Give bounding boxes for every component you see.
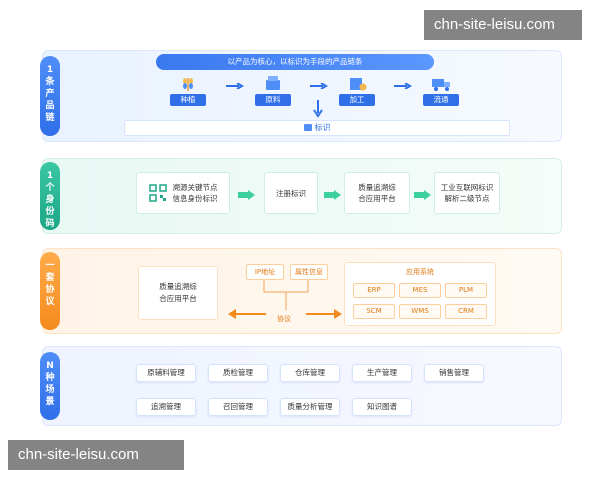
scene-chip: 销售管理 [424, 364, 484, 382]
system-scm: SCM [353, 304, 395, 319]
step-circulation: 流通 [423, 74, 459, 106]
system-erp: ERP [353, 283, 395, 298]
scene-chip: 质检管理 [208, 364, 268, 382]
arrow-right-icon [394, 83, 412, 89]
scene-chip: 质量分析管理 [280, 398, 340, 416]
wheat-icon [183, 78, 193, 91]
identity-code-label: 1 个 身 份 码 [40, 162, 60, 230]
protocol-label-text: 协议 [277, 315, 291, 323]
system-plm: PLM [445, 283, 487, 298]
scenarios-label: N 种 场 景 [40, 352, 60, 420]
protocol-label: 一 套 协 议 [40, 252, 60, 330]
step-label: 加工 [339, 94, 375, 106]
system-crm: CRM [445, 304, 487, 319]
arrow-right-icon [414, 190, 431, 200]
step-label: 流通 [423, 94, 459, 106]
arrow-right-icon [226, 83, 244, 89]
trace-platform-box: 质量追溯综合应用平台 [138, 266, 218, 320]
watermark-top: chn-site-leisu.com [424, 10, 582, 40]
product-chain-banner: 以产品为核心，以标识为手段的产品链条 [156, 54, 434, 70]
identifier-bar: 标识 [124, 120, 510, 136]
qr-code-icon [148, 184, 167, 202]
step-label: 原料 [255, 94, 291, 106]
application-systems-title: 应用系统 [406, 268, 434, 276]
scene-chip: 追溯管理 [136, 398, 196, 416]
step-planting: 种植 [170, 74, 206, 106]
scene-chip: 知识图谱 [352, 398, 412, 416]
step-material: 原料 [255, 74, 291, 106]
register-id-box: 注册标识 [264, 172, 318, 214]
step-label: 种植 [170, 94, 206, 106]
step-processing: 加工 [339, 74, 375, 106]
identity-node-box: 溯源关键节点信息身份标识 [136, 172, 230, 214]
scene-chip: 召回管理 [208, 398, 268, 416]
watermark-bottom: chn-site-leisu.com [8, 440, 184, 470]
arrow-down-icon [313, 100, 323, 118]
scene-chip: 生产管理 [352, 364, 412, 382]
scene-chip: 原辅料管理 [136, 364, 196, 382]
tag-icon [303, 124, 312, 131]
scene-chip: 仓库管理 [280, 364, 340, 382]
system-mes: MES [399, 283, 441, 298]
arrow-right-icon [324, 190, 341, 200]
basket-icon [266, 76, 280, 90]
ip-address-chip: IP地址 [246, 264, 284, 280]
trace-platform-box: 质量追溯综合应用平台 [344, 172, 410, 214]
protocol-connector-lines [228, 280, 342, 319]
secondary-node-box: 工业互联网标识解析二级节点 [434, 172, 500, 214]
arrow-right-icon [310, 83, 328, 89]
application-systems-box: 应用系统 ERP MES PLM SCM WMS CRM [344, 262, 496, 326]
attribute-info-chip: 属性信息 [290, 264, 328, 280]
truck-icon [432, 79, 450, 91]
system-wms: WMS [399, 304, 441, 319]
factory-icon [350, 78, 367, 91]
arrow-right-icon [238, 190, 255, 200]
product-chain-label: 1 条 产 品 链 [40, 56, 60, 136]
